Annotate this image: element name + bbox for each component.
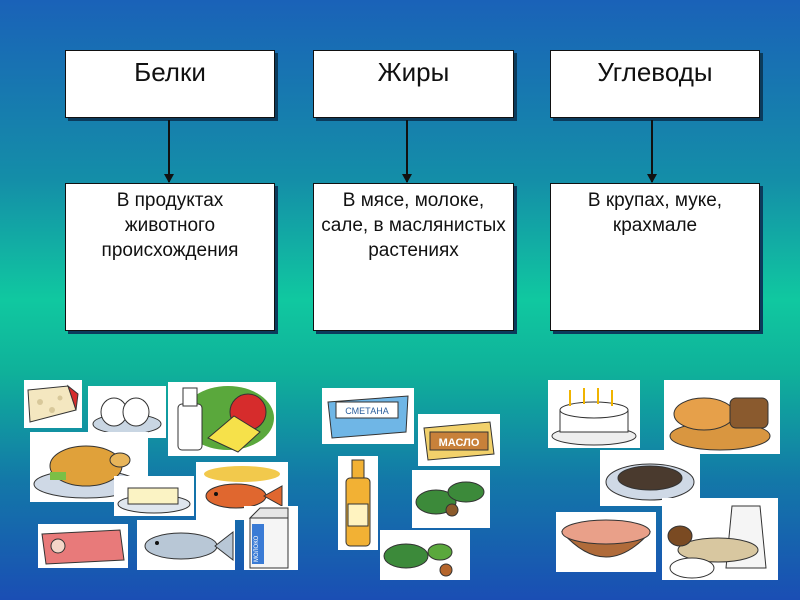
- detail-proteins: В продуктах животного происхождения: [65, 183, 275, 331]
- arrow-proteins: [165, 120, 173, 183]
- svg-text:МОЛОКО: МОЛОКО: [254, 535, 260, 562]
- buckwheat-icon: [600, 450, 700, 506]
- nuts-leaves-icon: [380, 530, 470, 580]
- milk-carton-icon: МОЛОКО: [244, 506, 298, 570]
- grains-bowl-icon: [556, 512, 656, 572]
- detail-carbs: В крупах, муке, крахмале: [550, 183, 760, 331]
- cheese-icon: [24, 380, 82, 428]
- meat-icon: [38, 524, 128, 568]
- heading-carbs: Углеводы: [550, 50, 760, 118]
- flour-jar-icon: [662, 498, 778, 580]
- bread-icon: [664, 380, 780, 454]
- arrow-fats: [403, 120, 411, 183]
- butter-pack-icon: МАСЛО: [418, 414, 500, 466]
- oil-bottle-icon: [338, 456, 378, 550]
- sour-cream-icon: СМЕТАНА: [322, 388, 414, 444]
- milk-bottle-icon: [168, 382, 276, 456]
- butter-icon: [114, 476, 194, 516]
- svg-text:МАСЛО: МАСЛО: [439, 437, 480, 449]
- arrow-carbs: [648, 120, 656, 183]
- heading-proteins: Белки: [65, 50, 275, 118]
- svg-text:СМЕТАНА: СМЕТАНА: [345, 406, 389, 416]
- eggs-icon: [88, 386, 166, 438]
- fish-icon: [137, 520, 235, 570]
- heading-fats: Жиры: [313, 50, 514, 118]
- cake-icon: [548, 380, 640, 448]
- hazelnut-icon: [412, 470, 490, 528]
- detail-fats: В мясе, молоке, сале, в маслянистых раст…: [313, 183, 514, 331]
